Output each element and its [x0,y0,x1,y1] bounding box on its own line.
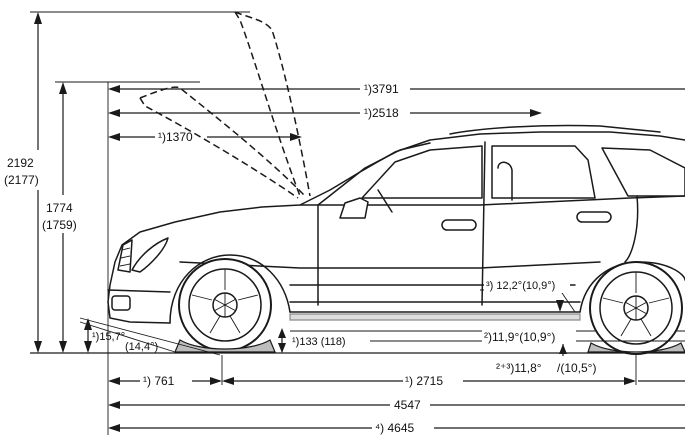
height-roof-alt-label: (1759) [42,218,77,232]
wheelbase-label: ¹) 2715 [405,374,443,388]
rear-wheel [587,261,685,355]
length-1370-label: ¹)1370 [158,130,193,144]
angle-11-8-label: ²⁺³)11,8° [496,361,542,375]
angle-11-9-label: ²)11,9°(10,9°) [484,330,555,344]
open-hood-outline [139,11,311,199]
height-roof-label: 1774 [46,201,73,215]
front-overhang-dimension: ¹) 761 [108,372,222,388]
height-total-alt-label: (2177) [4,173,39,187]
height-total-dimension: 2192 (2177) [2,12,60,353]
car-body [107,124,685,324]
height-total-label: 2192 [7,156,34,170]
length-4645-label: ⁴) 4645 [375,421,415,435]
length-2518-dimension: ¹)2518 [108,104,542,120]
approach-angle-alt-label: (14,4°) [125,341,158,353]
length-3791-label: ¹)3791 [364,82,399,96]
departure-angle-indicator: ²)11,9°(10,9°) [480,329,685,344]
length-4645-dimension: ⁴) 4645 [108,419,685,435]
angle-11-8-indicator: ²⁺³)11,8° /(10,5°) [495,344,607,375]
angle-12-2-label: ³) 12,2°(10,9°) [486,280,555,292]
length-4547-dimension: 4547 [108,396,685,412]
wheelbase-dimension: ¹) 2715 [222,372,685,388]
ground-clearance-indicator: ¹)133 (118) [278,328,480,353]
angle-11-8-alt-label: /(10,5°) [557,361,596,375]
front-overhang-label: ¹) 761 [143,374,175,388]
height-roof-dimension: 1774 (1759) [40,82,92,353]
approach-angle-indicator: ¹)15,7° (14,4°) [79,317,221,356]
length-2518-label: ¹)2518 [364,106,399,120]
approach-angle-label: ¹)15,7° [92,331,125,343]
ground-clearance-label: ¹)133 (118) [292,336,346,348]
front-wheel [174,258,276,353]
length-3791-dimension: ¹)3791 [108,80,685,96]
length-4547-label: 4547 [394,398,421,412]
length-1370-dimension: ¹)1370 [108,128,302,144]
breakover-angle-indicator: ³) 12,2°(10,9°) [480,278,576,313]
